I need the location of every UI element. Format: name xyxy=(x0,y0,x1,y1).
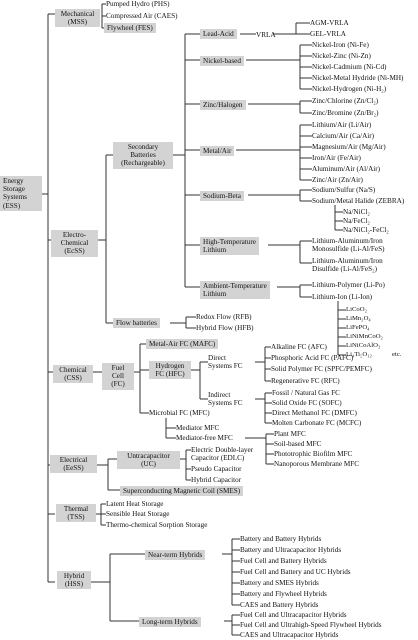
zinc-item: Zinc/Bromine (Zn/Br₂) xyxy=(312,109,379,117)
compressed-air-item: Compressed Air (CAES) xyxy=(106,12,178,20)
thermal-item: Latent Heat Storage xyxy=(106,500,164,508)
uc-item: Hybrid Capacitor xyxy=(191,476,242,484)
long-term-hybrids-box: Long-term Hybrids xyxy=(139,617,201,628)
high-temp-item: Lithium-Aluminum/Iron Monosulfide (Li-Al… xyxy=(312,237,385,254)
electrochemical-box: Electro- Chemical (EcSS) xyxy=(51,230,98,257)
pumped-hydro-item: Pumped Hydro (PHS) xyxy=(106,0,170,8)
ambient-item: Lithium-Polymer (Li-Po) xyxy=(312,281,385,289)
metal-air-item: Aluminum/Air (Al/Air) xyxy=(312,165,381,173)
mafc-box: Metal-Air FC (MAFC) xyxy=(146,339,219,350)
li-ion-subitem: LiMn₂O₄ xyxy=(346,315,371,322)
near-term-item: Battery and Ultracapacitor Hybrids xyxy=(240,546,342,554)
thermal-box: Thermal (TSS) xyxy=(56,504,96,523)
microbial-fc-label: Microbial FC (MFC) xyxy=(149,409,210,417)
li-ion-subitem: LiCoO₂ xyxy=(346,306,367,313)
mfc-subitem: Nanoporous Membrane MFC xyxy=(274,460,360,468)
li-ion-subitem: Li₄Ti₅O₁₂ xyxy=(346,351,372,358)
indirect-systems-label: Indirect Systems FC xyxy=(208,391,243,408)
li-ion-etc: etc. xyxy=(392,351,402,358)
metal-air-item: Iron/Air (Fe/Air) xyxy=(312,154,361,162)
near-term-hybrids-box: Near-term Hybrids xyxy=(145,550,206,561)
hfc-box: Hydrogen FC (HFC) xyxy=(149,361,191,380)
near-term-item: Battery and Battery Hybrids xyxy=(240,535,322,543)
vrla-label: VRLA xyxy=(256,31,276,39)
direct-item: Alkaline FC (AFC) xyxy=(271,343,327,351)
smes-box: Superconducting Magnetic Coil (SMES) xyxy=(120,486,244,497)
indirect-item: Fossil / Natural Gas FC xyxy=(272,389,340,397)
direct-item: Solid Polymer FC (SPFC/PEMFC) xyxy=(271,365,372,373)
high-temp-item: Lithium-Aluminum/Iron Disulfide (Li-Al/F… xyxy=(312,257,383,274)
zebra-subitem: Na/NiCl₂ xyxy=(343,208,370,216)
indirect-item: Molten Carbonate FC (MCFC) xyxy=(272,419,362,427)
ambient-item: Lithium-Ion (Li-Ion) xyxy=(312,293,373,301)
nickel-item: Nickel-Zinc (Ni-Zn) xyxy=(312,52,371,60)
metal-air-item: Magnesium/Air (Mg/Air) xyxy=(312,143,386,151)
metal-air-item: Lithium/Air (Li/Air) xyxy=(312,121,372,129)
ambient-lithium-box: Ambient-Temperature Lithium xyxy=(200,281,270,300)
flywheel-box: Flywheel (FES) xyxy=(104,23,156,34)
chemical-box: Chemical (CSS) xyxy=(53,365,93,384)
zinc-item: Zinc/Chlorine (Zn/Cl₂) xyxy=(312,97,379,105)
high-temp-lithium-box: High-Temperature Lithium xyxy=(200,237,259,256)
flow-item: Hybrid Flow (HFB) xyxy=(196,324,254,332)
near-term-item: Battery and SMES Hybrids xyxy=(240,579,319,587)
fuel-cell-box: Fuel Cell (FC) xyxy=(102,363,134,390)
gel-vrla-item: GEL-VRLA xyxy=(310,30,346,38)
flow-item: Redox Flow (RFB) xyxy=(196,313,252,321)
flow-batteries-box: Flow batteries xyxy=(113,318,160,329)
thermal-item: Sensible Heat Storage xyxy=(106,510,170,518)
root-ess-box: Energy Storage Systems (ESS) xyxy=(0,176,42,211)
nickel-item: Nickel-Iron (Ni-Fe) xyxy=(312,41,369,49)
near-term-item: Fuel Cell and Battery Hybrids xyxy=(240,557,327,565)
mfc-subitem: Phototrophic Biofilm MFC xyxy=(274,450,353,458)
sodium-beta-box: Sodium-Beta xyxy=(200,191,244,202)
secondary-batteries-box: Secondary Batteries (Rechargeable) xyxy=(113,142,173,169)
mediator-free-mfc-item: Mediator-free MFC xyxy=(176,434,233,442)
mfc-subitem: Plant MFC xyxy=(274,430,306,438)
near-term-item: CAES and Battery Hybrids xyxy=(240,601,319,609)
li-ion-subitem: LiNiCoAlO₂ xyxy=(346,342,381,349)
agm-vrla-item: AGM-VRLA xyxy=(310,19,349,27)
nickel-item: Nickel-Cadmium (Ni-Cd) xyxy=(312,63,387,71)
long-term-item: Fuel Cell and Ultracapacitor Hybrids xyxy=(240,611,347,619)
long-term-item: CAES and Ultracapacitor Hybrids xyxy=(240,631,339,639)
zebra-subitem: Na/FeCl₂ xyxy=(343,217,370,225)
uc-item: Electric Double-layer Capacitor (EDLC) xyxy=(191,446,254,463)
zebra-subitem: Na/NiCl₂-FeCl₂ xyxy=(343,226,389,234)
near-term-item: Fuel Cell and Battery and UC Hybrids xyxy=(240,568,351,576)
uc-item: Pseudo Capacitor xyxy=(191,465,242,473)
sodium-item: Sodium/Sulfur (Na/S) xyxy=(312,186,376,194)
hybrid-box: Hybrid (HSS) xyxy=(57,571,91,590)
mediator-mfc-item: Mediator MFC xyxy=(176,424,220,432)
indirect-item: Solid Oxide FC (SOFC) xyxy=(272,399,342,407)
metal-air-item: Zinc/Air (Zn/Air) xyxy=(312,176,363,184)
electrical-box: Electrical (EeSS) xyxy=(50,455,97,474)
mfc-subitem: Soil-based MFC xyxy=(274,440,322,448)
sodium-item: Sodium/Metal Halide (ZEBRA) xyxy=(312,197,405,205)
thermal-item: Thermo-chemical Sorption Storage xyxy=(106,521,208,529)
direct-systems-label: Direct Systems FC xyxy=(208,354,243,371)
metal-air-item: Calcium/Air (Ca/Air) xyxy=(312,132,375,140)
mechanical-box: Mechanical (MSS) xyxy=(55,9,100,28)
nickel-item: Nickel-Hydrogen (Ni-H₂) xyxy=(312,85,387,93)
ultracapacitor-box: Untracapacitor (UC) xyxy=(117,451,180,470)
long-term-item: Fuel Cell and Ultrahigh-Speed Flywheel H… xyxy=(240,621,382,629)
zinc-halogen-box: Zinc/Halogen xyxy=(200,100,246,111)
metal-air-box: Metal/Air xyxy=(200,146,235,157)
li-ion-subitem: LiNiMnCoO₂ xyxy=(346,333,383,340)
direct-item: Phosphoric Acid FC (PAFC) xyxy=(271,354,354,362)
nickel-item: Nickel-Metal Hydride (Ni-MH) xyxy=(312,74,404,82)
indirect-item: Direct Methanol FC (DMFC) xyxy=(272,409,357,417)
lead-acid-box: Lead-Acid xyxy=(200,29,237,40)
nickel-based-box: Nickel-based xyxy=(200,56,244,67)
direct-item: Regenerative FC (RFC) xyxy=(271,377,340,385)
li-ion-subitem: LiFePO₄ xyxy=(346,324,370,331)
near-term-item: Battery and Flywheel Hybrids xyxy=(240,590,327,598)
